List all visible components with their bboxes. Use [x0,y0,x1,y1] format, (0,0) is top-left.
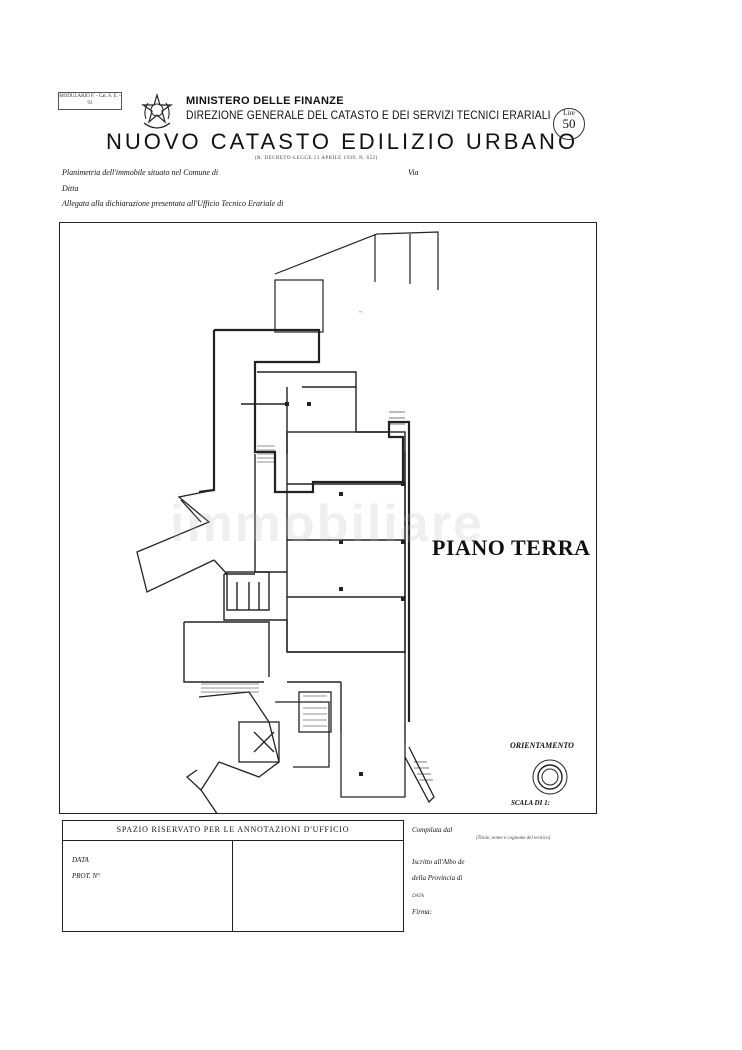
iscritto-label: Iscritto all'Albo de [412,858,465,866]
ministry-heading: MINISTERO DELLE FINANZE [186,95,344,107]
office-annotations-box [62,820,404,932]
lire-label: Lire [563,109,575,117]
via-label: Via [408,168,419,177]
allegata-label: Allegata alla dichiarazione presentata a… [62,199,284,208]
lower-block [185,691,435,814]
compass-icon [532,759,568,795]
room-walls [183,371,406,742]
provincia-label: della Provincia di [412,874,463,882]
svg-text:~: ~ [359,310,363,316]
compilata-note: (Titolo, nome e cognome del tecnico) [476,836,551,841]
right-data-label: DATA [412,894,424,899]
office-box-header: SPAZIO RISERVATO PER LE ANNOTAZIONI D'UF… [62,820,404,841]
columns [285,402,405,776]
plan-frame [59,222,597,814]
firma-label: Firma: [412,908,432,916]
orientation-label: ORIENTAMENTO [510,741,574,750]
planimetria-label: Planimetria dell'immobile situato nel Co… [62,168,219,177]
office-prot-label: PROT. N° [72,872,100,880]
watermark-text: immobiliare [170,495,484,553]
stair-hatches [201,411,433,781]
page-title: NUOVO CATASTO EDILIZIO URBANO [106,129,579,154]
compilata-label: Compilata dal [412,826,453,834]
office-box-divider [232,841,233,932]
upper-court [274,231,439,333]
outer-wall [214,328,411,722]
direzione-heading: DIREZIONE GENERALE DEL CATASTO E DEI SER… [186,108,551,122]
angled-wing [136,489,228,593]
scale-label: SCALA DI 1: [511,799,550,807]
modulario-stamp: MODULARIO F. - Cat. S. E. - 93 [58,92,122,110]
lire-value: 50 [562,116,576,131]
stamp-duty-badge: Lire 50 [553,108,585,140]
ditta-label: Ditta [62,184,79,193]
office-data-label: DATA [72,856,89,864]
decree-reference: (R. DECRETO-LEGGE 13 APRILE 1939, N. 652… [255,156,378,161]
floor-plan-drawing: ~ [136,231,439,814]
floor-label: PIANO TERRA [432,535,591,560]
republic-emblem-icon [141,93,173,129]
